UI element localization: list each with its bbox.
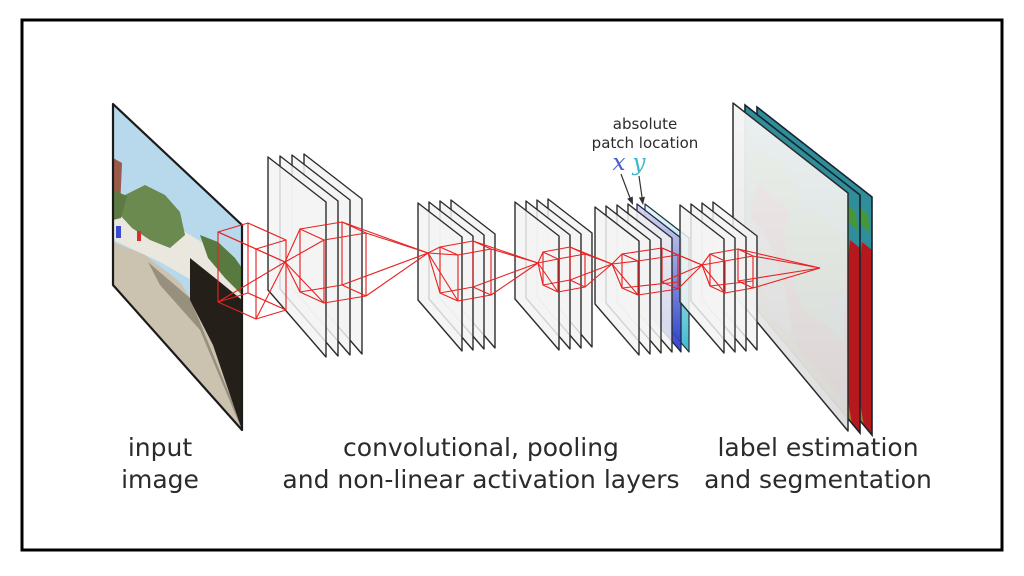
y-layer-arrow	[638, 175, 645, 205]
patch-location-label-line2: patch location	[592, 134, 699, 152]
receptive-field-input	[217, 222, 287, 320]
receptive-field-stack1	[284, 221, 429, 304]
caption-output-line1: label estimation	[717, 433, 918, 462]
feature-layer	[514, 201, 560, 351]
patch-location-label-line1: absolute	[613, 115, 678, 133]
caption-input-line1: input	[128, 433, 193, 462]
feature-layer	[594, 206, 640, 356]
caption-output-line2: and segmentation	[704, 465, 932, 494]
photo-pedestrian-red	[137, 231, 141, 241]
photo-road-shadow	[148, 262, 242, 430]
photo-tree-right	[200, 235, 242, 295]
caption-middle-line2: and non-linear activation layers	[282, 465, 679, 494]
photo-pedestrian-blue	[116, 226, 121, 238]
feature-stack-3	[514, 198, 593, 351]
receptive-field-stack2	[427, 240, 539, 302]
input-image	[111, 102, 244, 432]
photo-road	[113, 242, 242, 430]
feature-stack-1	[267, 153, 363, 358]
y-coordinate-label: y	[632, 150, 647, 176]
photo-tree-left	[120, 185, 185, 248]
photo-dark-building	[190, 258, 242, 430]
caption-middle-line1: convolutional, pooling	[343, 433, 619, 462]
receptive-field-stack5	[701, 248, 821, 294]
caption-input-line2: image	[121, 465, 199, 494]
x-coordinate-label: x	[613, 150, 626, 176]
x-layer-arrow	[620, 173, 633, 205]
receptive-field-stack3	[537, 246, 613, 293]
input-image-border	[111, 102, 244, 432]
patch-location-annotation: absolute patch location x y	[592, 115, 699, 205]
feature-layer	[679, 204, 725, 354]
receptive-field-stack4	[611, 247, 703, 296]
photo-tree-far-left	[113, 190, 127, 220]
